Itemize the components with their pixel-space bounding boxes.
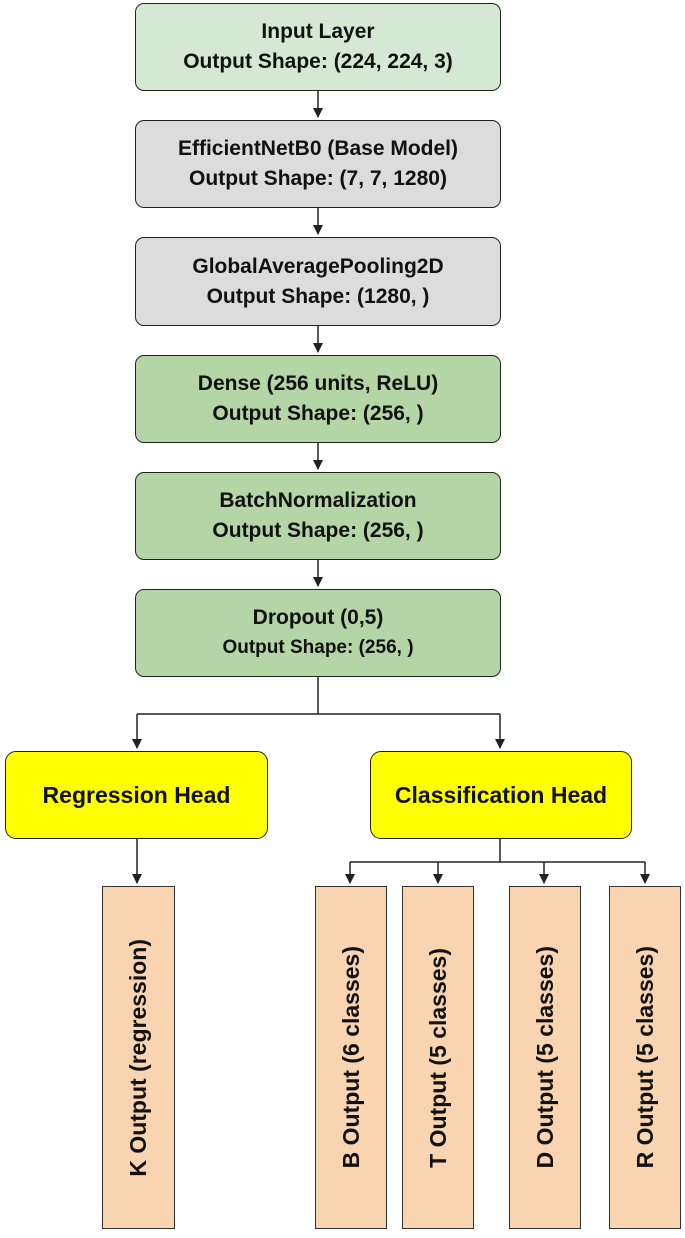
classification-head-box: Classification Head bbox=[370, 751, 632, 839]
classification-head-label: Classification Head bbox=[394, 781, 608, 808]
b-output-box: B Output (6 classes) bbox=[315, 886, 387, 1229]
r-output-label: R Output (5 classes) bbox=[631, 946, 658, 1169]
t-output-label: T Output (5 classes) bbox=[424, 947, 451, 1168]
layer-name: Input Layer bbox=[261, 20, 375, 43]
layer-shape: Output Shape: (256, ) bbox=[222, 637, 414, 658]
input-layer-box: Input Layer Output Shape: (224, 224, 3) bbox=[135, 3, 501, 91]
b-output-label: B Output (6 classes) bbox=[337, 946, 364, 1169]
base-model-box: EfficientNetB0 (Base Model) Output Shape… bbox=[135, 120, 501, 208]
k-output-label: K Output (regression) bbox=[125, 938, 151, 1177]
r-output-box: R Output (5 classes) bbox=[609, 886, 681, 1229]
layer-shape: Output Shape: (224, 224, 3) bbox=[183, 50, 453, 73]
regression-head-label: Regression Head bbox=[42, 781, 231, 808]
dense-layer-box: Dense (256 units, ReLU) Output Shape: (2… bbox=[135, 355, 501, 443]
dropout-layer-box: Dropout (0,5) Output Shape: (256, ) bbox=[135, 589, 501, 677]
pooling-layer-box: GlobalAveragePooling2D Output Shape: (12… bbox=[135, 237, 501, 326]
layer-name: BatchNormalization bbox=[219, 489, 417, 512]
layer-shape: Output Shape: (7, 7, 1280) bbox=[189, 167, 447, 190]
d-output-label: D Output (5 classes) bbox=[531, 946, 558, 1169]
batchnorm-layer-box: BatchNormalization Output Shape: (256, ) bbox=[135, 472, 501, 560]
layer-name: GlobalAveragePooling2D bbox=[192, 254, 444, 278]
t-output-box: T Output (5 classes) bbox=[402, 886, 474, 1229]
regression-head-box: Regression Head bbox=[5, 751, 268, 839]
d-output-box: D Output (5 classes) bbox=[509, 886, 581, 1229]
layer-name: EfficientNetB0 (Base Model) bbox=[177, 137, 459, 160]
layer-shape: Output Shape: (256, ) bbox=[212, 402, 424, 425]
layer-shape: Output Shape: (1280, ) bbox=[206, 284, 430, 308]
layer-name: Dense (256 units, ReLU) bbox=[197, 372, 439, 395]
layer-name: Dropout (0,5) bbox=[252, 606, 384, 629]
layer-shape: Output Shape: (256, ) bbox=[212, 519, 424, 542]
k-output-box: K Output (regression) bbox=[102, 886, 175, 1229]
